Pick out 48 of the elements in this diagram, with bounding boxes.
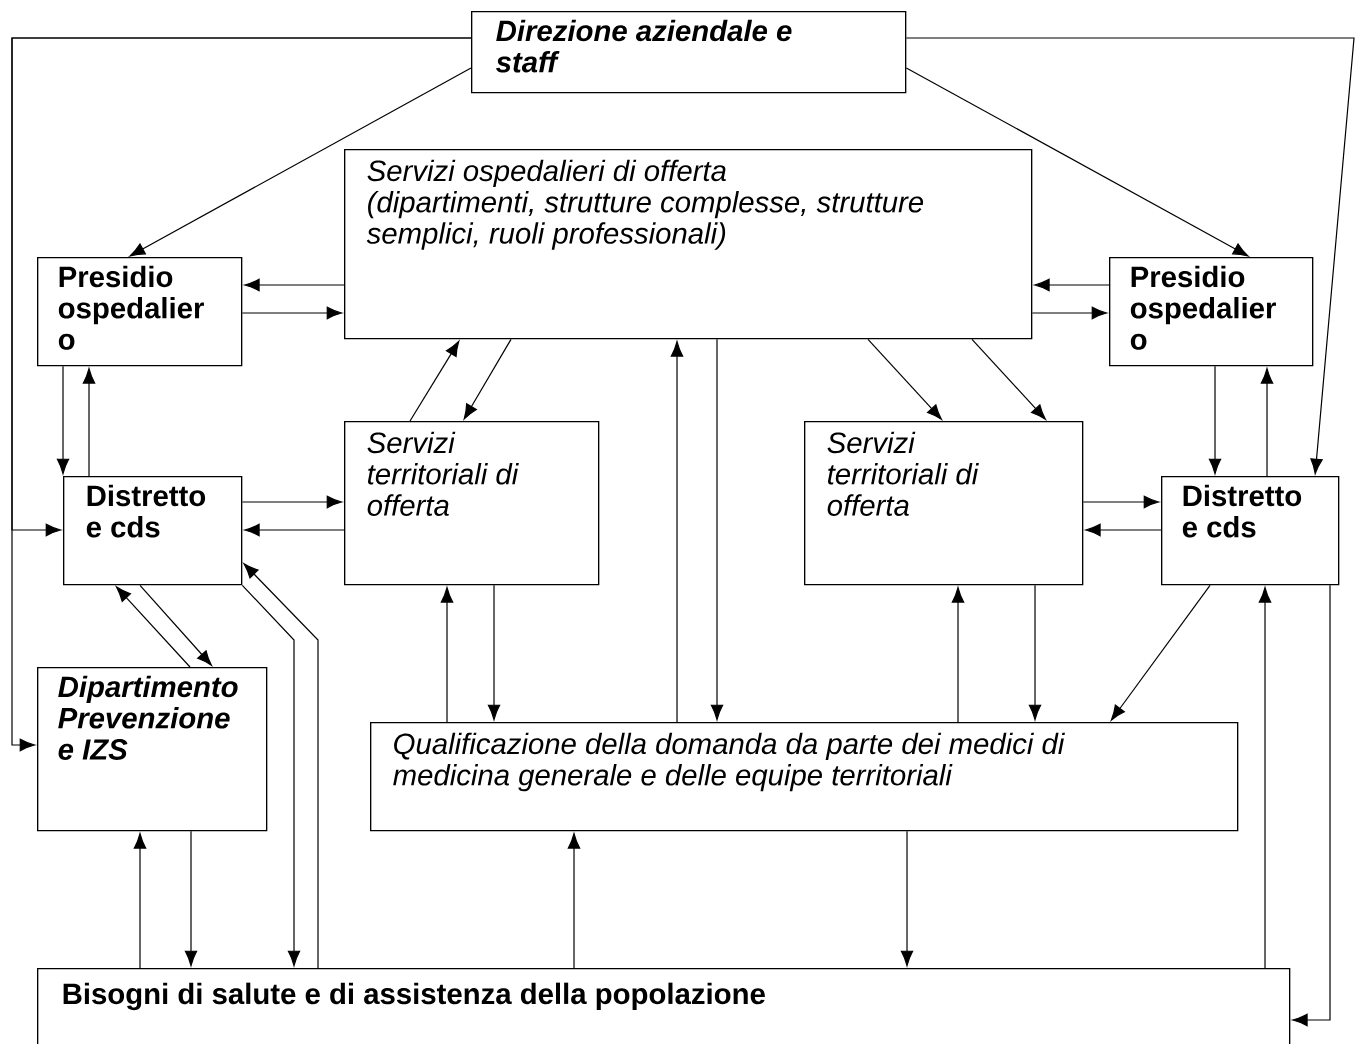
arrow [1260,368,1274,477]
arrow [241,584,301,967]
arrow [409,340,460,422]
arrow [1082,495,1160,509]
arrow [244,523,345,537]
process-box: Direzione aziendale e staff [471,11,907,94]
arrow [1028,584,1042,721]
process-box: Qualificazione della domanda da parte dei medici di medicina generale e delle equipe territoriali [370,722,1239,832]
arrow [244,278,345,292]
arrow [900,830,914,967]
arrow [56,365,70,475]
arrow [133,833,147,969]
arrow [951,587,965,723]
arrow [1292,584,1331,1027]
process-box: Servizi territoriali di offerta [804,421,1084,586]
process-box: Dipartimento Prevenzione e IZS [37,667,268,832]
process-box: Presidio ospedalier o [1109,257,1314,367]
arrow [487,584,501,721]
arrow [463,338,512,420]
arrow [1110,584,1211,721]
arrow [1258,587,1272,969]
arrow [905,67,1249,257]
arrow [11,37,472,752]
process-box: Distretto e cds [1161,476,1340,586]
arrow [670,341,684,723]
process-box: Distretto e cds [63,476,243,586]
arrow [184,830,198,967]
arrow [139,584,212,666]
arrow [867,338,942,420]
process-box: Servizi ospedalieri di offerta (dipartimenti, strutture complesse, strutture semplici, ruoli professionali) [344,149,1033,340]
arrow [1034,278,1110,292]
arrow [905,37,1355,475]
arrow [1208,365,1222,475]
arrow [241,495,343,509]
arrow [567,833,581,969]
arrow [129,67,472,257]
process-box: Presidio ospedalier o [37,257,243,367]
arrow [440,587,454,723]
arrow [1085,523,1162,537]
arrow [710,338,724,721]
process-box: Bisogni di salute e di assistenza della popolazione [37,968,1291,1044]
arrow [116,586,191,668]
arrow [1031,306,1108,320]
arrow [243,563,319,969]
arrow [241,306,343,320]
arrow [82,368,96,477]
process-box: Servizi territoriali di offerta [344,421,600,586]
arrow [971,338,1046,420]
